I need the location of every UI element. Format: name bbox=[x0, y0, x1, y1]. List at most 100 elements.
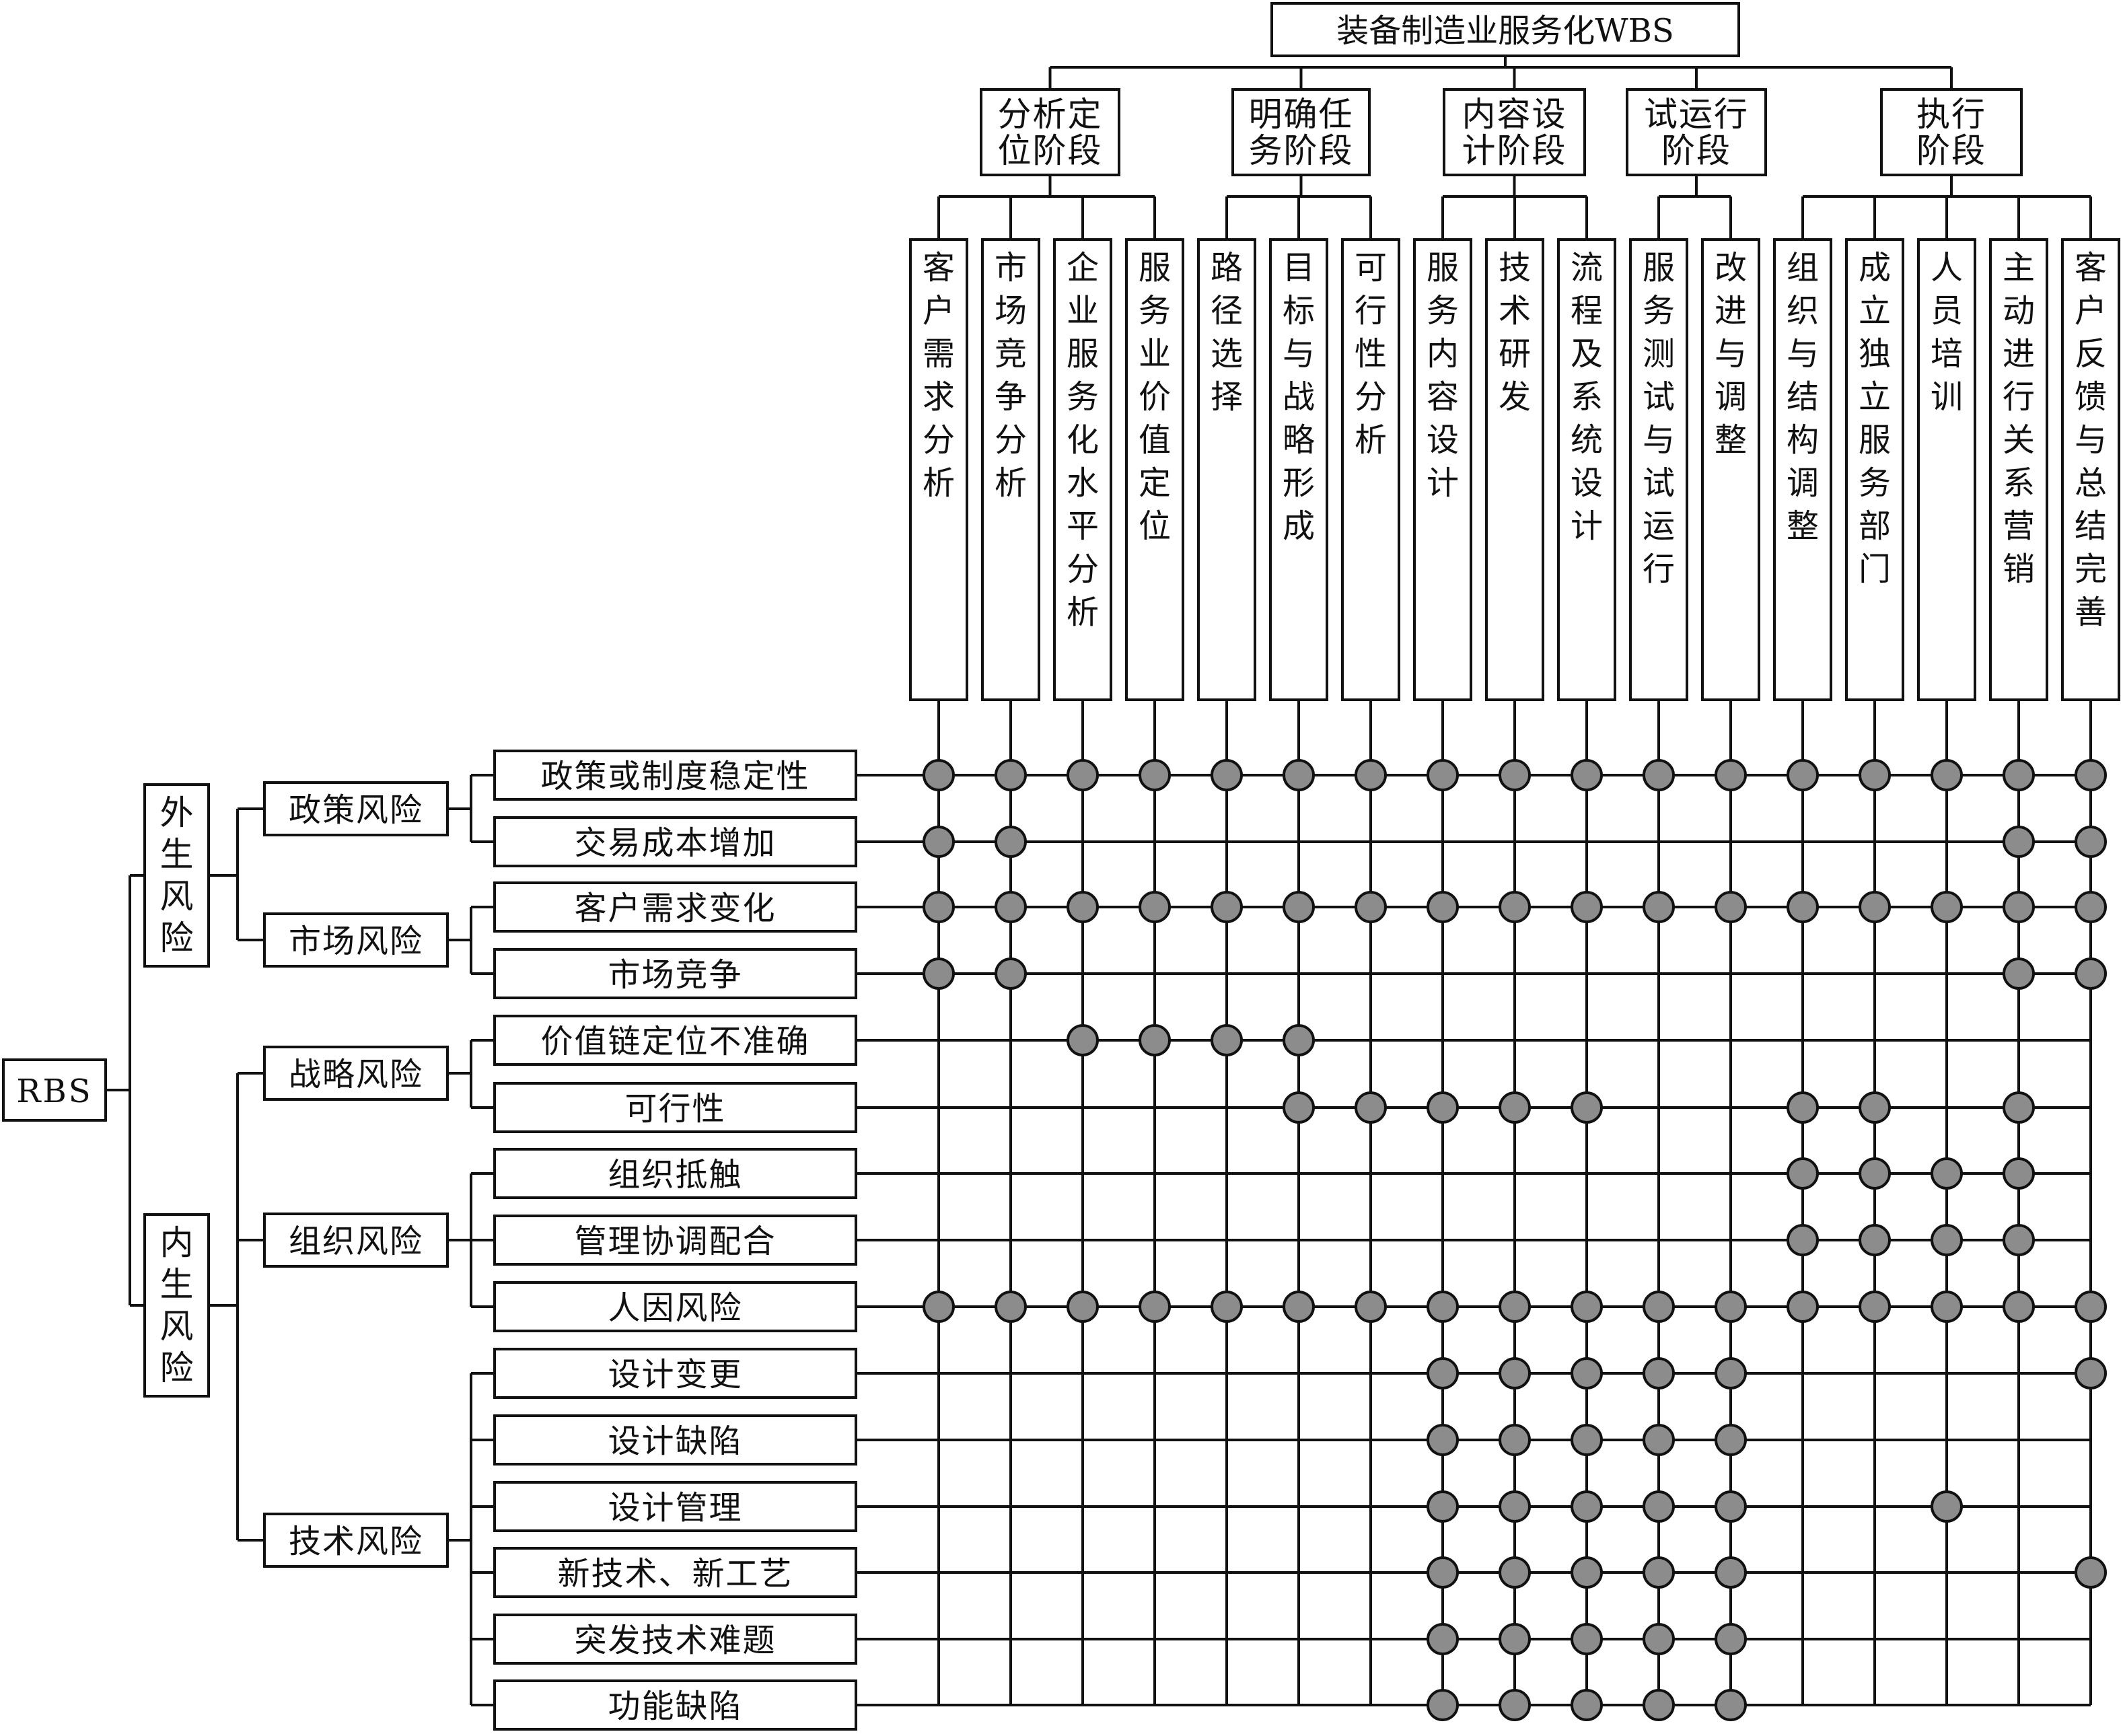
rbs-risk-label: 功能缺陷 bbox=[608, 1688, 742, 1725]
rbs-risk-box bbox=[493, 1348, 857, 1399]
risk-task-node bbox=[1067, 1291, 1099, 1323]
risk-task-node bbox=[995, 1291, 1027, 1323]
risk-task-node bbox=[1715, 759, 1747, 791]
wbs-task-box bbox=[1053, 238, 1112, 701]
risk-task-node bbox=[1067, 759, 1099, 791]
risk-task-node bbox=[1643, 1623, 1675, 1655]
wbs-task-box bbox=[1701, 238, 1760, 701]
risk-task-node bbox=[1427, 1556, 1459, 1589]
risk-task-node bbox=[1427, 759, 1459, 791]
risk-task-node bbox=[1715, 1490, 1747, 1523]
wbs-stage-label: 计阶段 bbox=[1462, 131, 1567, 170]
risk-task-node bbox=[1859, 1291, 1891, 1323]
risk-task-node bbox=[2075, 1291, 2107, 1323]
risk-task-node bbox=[1283, 1291, 1315, 1323]
risk-task-node bbox=[1787, 1291, 1819, 1323]
wbs-root-box bbox=[1270, 2, 1740, 57]
rbs-risk-label: 政策或制度稳定性 bbox=[540, 758, 809, 795]
rbs-risk-box bbox=[493, 1281, 857, 1332]
risk-task-node bbox=[1931, 1224, 1963, 1256]
rbs-category-label: 组织风险 bbox=[289, 1223, 423, 1260]
rbs-risk-box bbox=[493, 948, 857, 999]
rbs-risk-box bbox=[493, 881, 857, 933]
wbs-stage-box bbox=[1880, 88, 2023, 176]
risk-task-node bbox=[1931, 1157, 1963, 1190]
wbs-stage-label: 阶段 bbox=[1916, 131, 1986, 170]
wbs-stage-label: 位阶段 bbox=[998, 131, 1103, 170]
risk-task-node bbox=[1499, 1689, 1531, 1721]
risk-task-node bbox=[2003, 1224, 2035, 1256]
risk-task-node bbox=[1715, 1623, 1747, 1655]
risk-task-node bbox=[2075, 826, 2107, 858]
risk-task-node bbox=[1283, 759, 1315, 791]
wbs-task-box bbox=[1341, 238, 1400, 701]
rbs-risk-box bbox=[493, 1614, 857, 1665]
risk-task-node bbox=[1427, 1291, 1459, 1323]
rbs-risk-label: 可行性 bbox=[624, 1090, 725, 1128]
risk-task-node bbox=[1427, 891, 1459, 923]
matrix-nodes bbox=[923, 759, 2107, 1721]
wbs-task-label: 服务内容设计 bbox=[1427, 249, 1459, 502]
wbs-task-box bbox=[1629, 238, 1688, 701]
wbs-task-label: 主动进行关系营销 bbox=[2003, 249, 2035, 588]
risk-task-node bbox=[1715, 1556, 1747, 1589]
wbs-task-box bbox=[909, 238, 968, 701]
risk-task-node bbox=[923, 759, 955, 791]
risk-task-node bbox=[1499, 891, 1531, 923]
rbs-risk-box bbox=[493, 1679, 857, 1731]
rbs-risk-box bbox=[493, 750, 857, 801]
risk-task-node bbox=[995, 957, 1027, 990]
risk-task-node bbox=[1571, 1490, 1603, 1523]
risk-task-node bbox=[2003, 891, 2035, 923]
wbs-stage-label: 分析定 bbox=[998, 95, 1103, 134]
risk-task-node bbox=[1643, 1689, 1675, 1721]
risk-task-node bbox=[1139, 1291, 1171, 1323]
wbs-task-box bbox=[1269, 238, 1328, 701]
risk-task-node bbox=[1787, 1224, 1819, 1256]
wbs-task-box bbox=[1917, 238, 1976, 701]
rbs-risk-label: 管理协调配合 bbox=[574, 1223, 776, 1260]
rbs-risk-label: 组织抵触 bbox=[608, 1156, 742, 1194]
risk-task-node bbox=[1859, 1157, 1891, 1190]
wbs-task-box bbox=[981, 238, 1040, 701]
risk-task-node bbox=[1427, 1623, 1459, 1655]
risk-task-node bbox=[1643, 1490, 1675, 1523]
risk-task-node bbox=[1571, 891, 1603, 923]
risk-task-node bbox=[1427, 1424, 1459, 1456]
rbs-risk-label: 设计管理 bbox=[608, 1489, 742, 1527]
wbs-task-label: 流程及系统设计 bbox=[1571, 249, 1603, 545]
rbs-risk-label: 价值链定位不准确 bbox=[540, 1023, 809, 1060]
risk-task-node bbox=[1211, 891, 1243, 923]
risk-task-node bbox=[923, 1291, 955, 1323]
risk-task-node bbox=[1571, 1623, 1603, 1655]
risk-task-node bbox=[1643, 1357, 1675, 1389]
risk-task-node bbox=[1499, 1091, 1531, 1124]
rbs-risk-label: 突发技术难题 bbox=[574, 1622, 776, 1659]
rbs-risk-label: 市场竞争 bbox=[608, 956, 742, 994]
wbs-task-label: 改进与调整 bbox=[1715, 249, 1747, 459]
risk-task-node bbox=[1211, 1024, 1243, 1056]
rbs-group-label: 生 bbox=[160, 835, 194, 874]
wbs-stage-label: 阶段 bbox=[1661, 131, 1731, 170]
rbs-category-label: 技术风险 bbox=[289, 1523, 423, 1560]
risk-task-node bbox=[1643, 891, 1675, 923]
rbs-category-box bbox=[263, 781, 449, 836]
risk-task-node bbox=[1643, 1291, 1675, 1323]
rbs-group-label: 险 bbox=[160, 1348, 194, 1387]
wbs-stage-box bbox=[980, 88, 1120, 176]
wbs-stage-label: 执行 bbox=[1916, 95, 1986, 134]
rbs-risk-label: 人因风险 bbox=[608, 1289, 742, 1327]
wbs-task-box bbox=[1197, 238, 1256, 701]
risk-task-node bbox=[1715, 1424, 1747, 1456]
risk-task-node bbox=[2075, 891, 2107, 923]
risk-task-node bbox=[1571, 1424, 1603, 1456]
wbs-task-label: 人员培训 bbox=[1931, 249, 1963, 416]
risk-task-node bbox=[1283, 891, 1315, 923]
risk-task-node bbox=[1499, 1424, 1531, 1456]
risk-task-node bbox=[1499, 1556, 1531, 1589]
rbs-root-label: RBS bbox=[16, 1073, 92, 1110]
risk-task-node bbox=[1067, 1024, 1099, 1056]
wbs-task-box bbox=[1845, 238, 1904, 701]
risk-task-node bbox=[2003, 957, 2035, 990]
rbs-group-label: 外 bbox=[160, 793, 194, 832]
